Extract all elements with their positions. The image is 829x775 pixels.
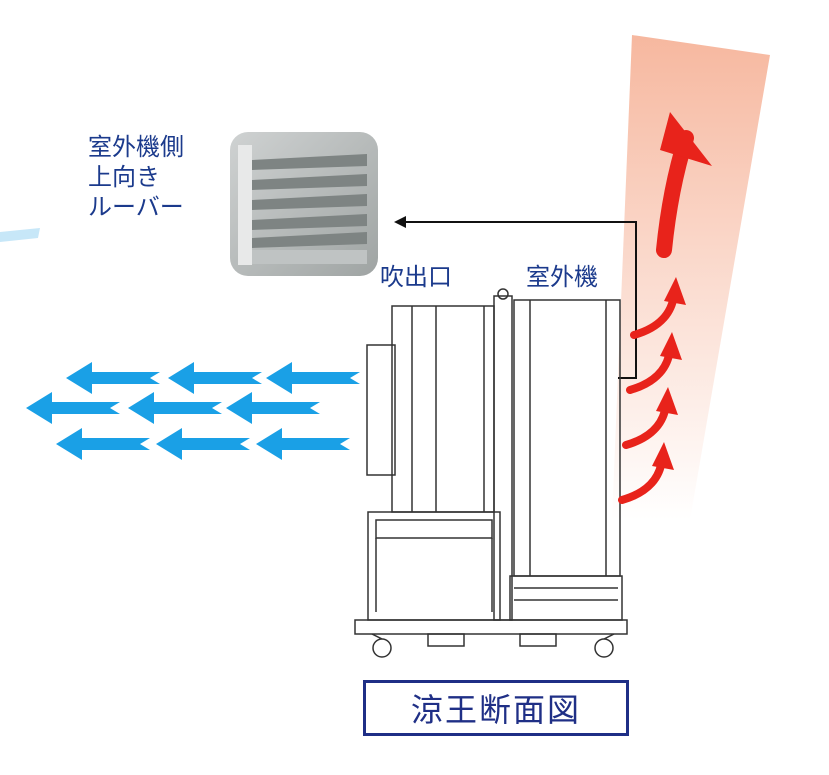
left-arrow-icon bbox=[266, 362, 360, 394]
up-curved-arrow-icon bbox=[626, 332, 682, 394]
return-air-arrow bbox=[394, 216, 637, 379]
diagram-title: 涼王断面図 bbox=[410, 691, 581, 729]
up-curved-arrow-icon bbox=[618, 442, 674, 504]
left-arrow-icon bbox=[128, 392, 222, 424]
diagram-title-box: 涼王断面図 bbox=[363, 680, 629, 736]
left-arrow-icon bbox=[256, 428, 350, 460]
machine-drawing bbox=[354, 288, 628, 658]
up-curved-arrow-icon bbox=[630, 277, 686, 339]
louver-label: 室外機側 上向き ルーバー bbox=[88, 132, 184, 222]
left-arrow-icon bbox=[226, 392, 320, 424]
faint-cool-air-streak bbox=[0, 228, 40, 242]
left-arrow-icon bbox=[66, 362, 160, 394]
left-arrow-icon bbox=[26, 392, 120, 424]
louver-label-line-2: 上向き bbox=[88, 163, 160, 191]
louver-photo-icon bbox=[230, 132, 378, 276]
louver-label-line-1: 室外機側 bbox=[88, 133, 184, 161]
hot-air-big-arrow bbox=[656, 112, 712, 258]
louver-label-line-3: ルーバー bbox=[88, 193, 184, 221]
louver-slat bbox=[252, 194, 367, 210]
louver-slat bbox=[252, 174, 367, 190]
louver-slat bbox=[252, 214, 367, 230]
left-arrow-icon bbox=[156, 428, 250, 460]
outdoor-unit-label: 室外機 bbox=[526, 263, 598, 291]
louver-slat bbox=[252, 154, 367, 170]
louver-slat bbox=[252, 232, 367, 248]
hot-air-arrows bbox=[618, 277, 686, 504]
outlet-label: 吹出口 bbox=[380, 263, 452, 291]
cool-air-arrows bbox=[26, 362, 360, 460]
left-arrow-icon bbox=[168, 362, 262, 394]
left-arrow-icon bbox=[56, 428, 150, 460]
up-curved-arrow-icon bbox=[622, 387, 678, 449]
hot-air-plume bbox=[612, 35, 770, 520]
